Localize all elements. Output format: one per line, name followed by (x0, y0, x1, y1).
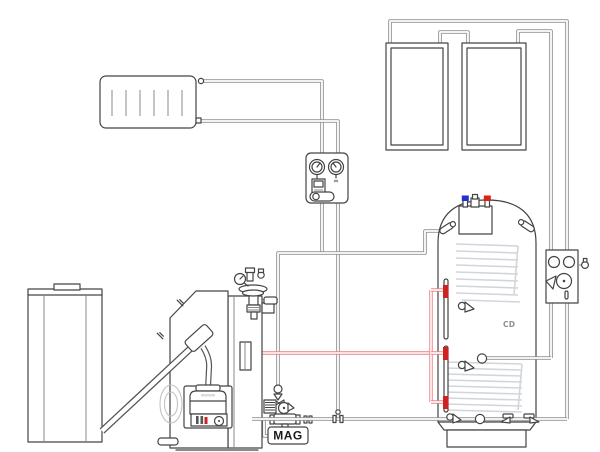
expansion-vessel-label: MAG (273, 429, 303, 443)
boiler-safety-group (233, 267, 278, 320)
solar-collector-left (385, 42, 449, 151)
boiler-door-ring (159, 384, 183, 424)
pellet-auger (99, 324, 214, 434)
pump-valve-icon (457, 301, 475, 313)
actuator-icon (263, 399, 277, 414)
solar-pump-station (545, 249, 589, 304)
radiator-fins (111, 90, 183, 116)
pump-icon (277, 401, 295, 415)
solar-pipes (388, 19, 569, 419)
stratifier-lance (443, 345, 449, 413)
tank-badge: CD (503, 320, 515, 329)
valve-icon (580, 261, 589, 270)
pump-switch-icon (311, 178, 326, 194)
hot-flow-stubs (431, 288, 443, 404)
tank-top-housing (458, 193, 493, 235)
cold-cap (461, 195, 469, 201)
pump-valve-icon (446, 413, 462, 424)
pump-valve-icon (500, 413, 514, 424)
auger-motor (184, 324, 214, 352)
thermometer-icon (562, 255, 576, 269)
safety-valve-icon (257, 268, 265, 279)
screw-icon (176, 299, 184, 307)
thermometer-icon (327, 158, 345, 183)
pump-icon (309, 191, 335, 202)
thermometer-icon (308, 158, 326, 179)
burner-slot (196, 416, 199, 424)
hot-cap (483, 195, 491, 201)
burner-slot (200, 416, 204, 424)
lower-heat-exchanger-coil (444, 361, 523, 413)
radiator-return-stub (195, 117, 202, 124)
screw-icon (156, 332, 164, 340)
thermometer-icon (547, 255, 561, 269)
pump-icon (545, 272, 573, 290)
pellet-burner (183, 384, 233, 429)
mixing-pump-group (263, 384, 313, 430)
burner-hot-mark (204, 417, 208, 424)
sensor-well-icon (439, 220, 457, 235)
tank-port-icon (474, 353, 488, 425)
heating-pump-station (305, 152, 349, 204)
radiator (99, 75, 205, 129)
pump-valve-icon (523, 413, 540, 424)
sensor-well-icon (517, 218, 535, 233)
pellet-storage-tank (27, 283, 103, 443)
air-vent-icon (244, 267, 256, 282)
valve-icon (332, 409, 344, 424)
radiator-vent-icon (197, 77, 205, 85)
expansion-vessel: MAG (267, 426, 309, 445)
pump-valve-icon (457, 360, 475, 372)
boiler-foot (157, 437, 179, 446)
pressure-gauge-icon (233, 272, 249, 287)
upper-heat-exchanger-coil (455, 243, 521, 303)
solar-collector-right (461, 42, 527, 151)
buffer-tank: CD (437, 193, 537, 448)
